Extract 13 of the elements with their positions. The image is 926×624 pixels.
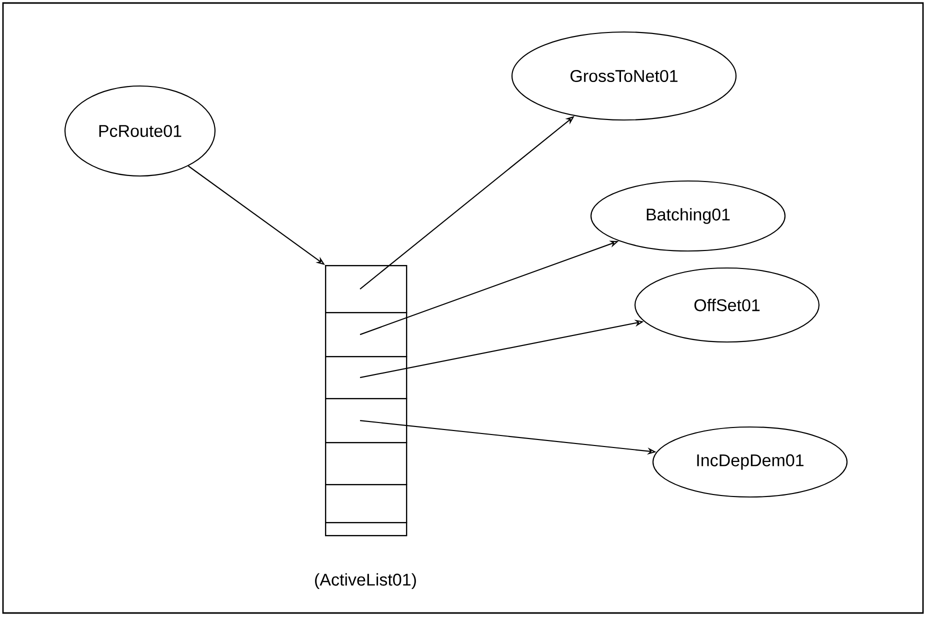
ellipse-node: IncDepDem01 <box>652 426 848 498</box>
list-cell <box>325 265 408 314</box>
list-cell <box>325 442 408 486</box>
list-cell <box>325 312 408 358</box>
list-caption: (ActiveList01) <box>315 573 416 590</box>
list-cell <box>325 522 408 536</box>
list-cell <box>325 484 408 524</box>
ellipse-node: OffSet01 <box>634 267 820 343</box>
list-cell <box>325 398 408 444</box>
ellipse-node: PcRoute01 <box>64 85 216 177</box>
ellipse-node: GrossToNet01 <box>511 31 737 121</box>
list-cell <box>325 356 408 400</box>
ellipse-node: Batching01 <box>590 180 786 252</box>
